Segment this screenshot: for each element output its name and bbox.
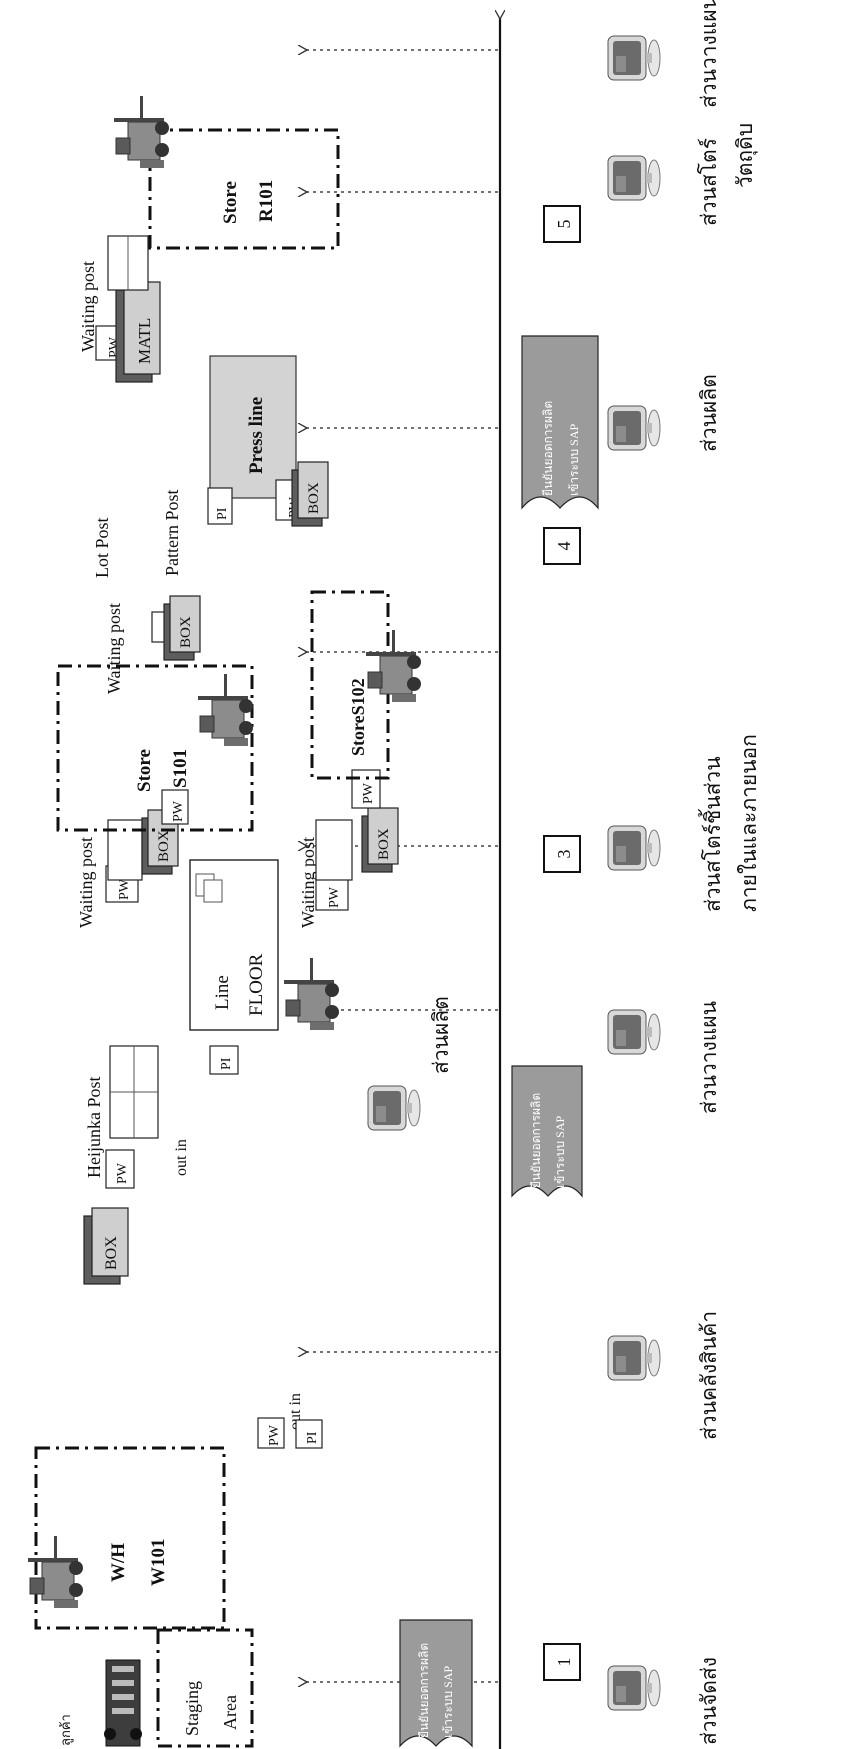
svg-text:MATL: MATL [135,318,154,364]
svg-text:Store: Store [134,749,155,792]
svg-text:ยืนยันยอดการผลิต: ยืนยันยอดการผลิต [529,1093,543,1188]
label-parts-store-2: ภายในและภายนอก [737,734,761,912]
svg-text:Staging: Staging [182,1681,202,1736]
waiting-post-2: Waiting post PW BOX PW [298,770,398,928]
svg-text:W101: W101 [148,1539,169,1587]
computer-material-store-icon [608,156,660,200]
svg-text:Store: Store [220,181,241,224]
pi-tag-floor: PI [210,1046,238,1074]
svg-text:BOX: BOX [156,830,172,862]
svg-text:FLOOR: FLOOR [246,953,267,1016]
computer-icons [368,36,660,1710]
label-production: ส่วนผลิต [697,374,721,452]
sap-note-3: ยืนยันยอดการผลิต เข้าระบบ SAP [522,336,598,508]
label-planning-right: ส่วนวางแผน [697,0,721,108]
label-planning: ส่วนวางแผน [697,1001,721,1114]
svg-text:BOX: BOX [178,616,194,648]
store-s102: StoreS102 [312,592,421,778]
step-1: 1 [554,1658,574,1667]
svg-text:Waiting post: Waiting post [78,261,98,352]
truck-icon [104,1660,142,1746]
step-3: 3 [554,850,574,859]
svg-text:Lot Post: Lot Post [92,517,112,578]
svg-text:เข้าระบบ SAP: เข้าระบบ SAP [441,1665,455,1738]
svg-text:ยืนยันยอดการผลิต: ยืนยันยอดการผลิต [417,1643,431,1738]
svg-text:Waiting post: Waiting post [76,837,96,928]
svg-text:PW: PW [327,886,342,908]
svg-text:R101: R101 [256,180,277,222]
label-shipping: ส่วนจัดส่ง [697,1657,721,1745]
sap-note-2: ยืนยันยอดการผลิต เข้าระบบ SAP [512,1066,582,1196]
svg-text:PI: PI [215,507,230,520]
svg-text:PI: PI [219,1057,234,1070]
svg-text:out in: out in [173,1139,190,1176]
computer-planning-right-icon [608,36,660,80]
svg-text:StoreS102: StoreS102 [348,678,368,756]
svg-text:Waiting post: Waiting post [104,603,124,694]
svg-text:เข้าระบบ SAP: เข้าระบบ SAP [553,1115,567,1188]
customer-label: ลูกค้า [58,1714,74,1746]
svg-text:PW: PW [115,1162,130,1184]
svg-text:BOX: BOX [103,1236,120,1270]
svg-text:Line: Line [212,975,233,1010]
svg-text:PW: PW [117,878,132,900]
customer-area: ลูกค้า [58,1660,142,1746]
label-warehouse: ส่วนคลังสินค้า [697,1311,721,1440]
computer-planning-icon [608,1010,660,1054]
label-material-store: ส่วนสโตร์ [697,138,721,226]
svg-text:เข้าระบบ SAP: เข้าระบบ SAP [567,423,581,496]
store-s101: Store S101 PW [58,666,253,830]
matl-area: Waiting post PW MATL [78,236,160,382]
svg-text:PW: PW [171,800,186,822]
svg-text:W/H: W/H [108,1543,129,1582]
svg-text:PW: PW [267,1424,282,1446]
step-5: 5 [554,220,574,229]
sap-note-1: ยืนยันยอดการผลิต เข้าระบบ SAP [400,1620,472,1746]
svg-text:BOX: BOX [306,482,322,514]
heijunka-area: BOX PW Heijunka Post out in [84,1046,190,1284]
label-material-store-2: วัตถุดิบ [733,123,758,188]
svg-text:PW: PW [361,782,376,804]
department-labels: ส่วนจัดส่ง ส่วนคลังสินค้า ส่วนวางแผน ส่ว… [429,0,761,1745]
computer-shipping-icon [608,1666,660,1710]
svg-text:BOX: BOX [376,828,392,860]
computer-production-mid-icon [368,1086,420,1130]
svg-text:Press line: Press line [246,397,267,474]
store-r101: Store R101 [114,96,338,248]
computer-parts-store-icon [608,826,660,870]
svg-text:PI: PI [305,1431,320,1444]
computer-production-icon [608,406,660,450]
waiting-post-1: Waiting post PW BOX [76,810,178,928]
step-4: 4 [554,542,574,551]
svg-text:Pattern Post: Pattern Post [162,489,182,576]
svg-text:S101: S101 [170,749,191,788]
label-parts-store: ส่วนสโตร์ชิ้นส่วน [698,756,725,912]
waiting-post-3: Waiting post Lot Post Pattern Post BOX [92,489,200,694]
svg-text:Heijunka Post: Heijunka Post [84,1077,104,1179]
svg-text:ยืนยันยอดการผลิต: ยืนยันยอดการผลิต [541,401,555,496]
staging-area: Staging Area [158,1630,252,1746]
svg-text:Waiting post: Waiting post [298,837,318,928]
label-production-mid: ส่วนผลิต [429,996,453,1074]
computer-warehouse-icon [608,1336,660,1380]
warehouse-w101: W/H W101 [28,1448,224,1628]
press-line: Press line PI PW BOX [208,356,328,526]
svg-text:Area: Area [220,1695,240,1730]
